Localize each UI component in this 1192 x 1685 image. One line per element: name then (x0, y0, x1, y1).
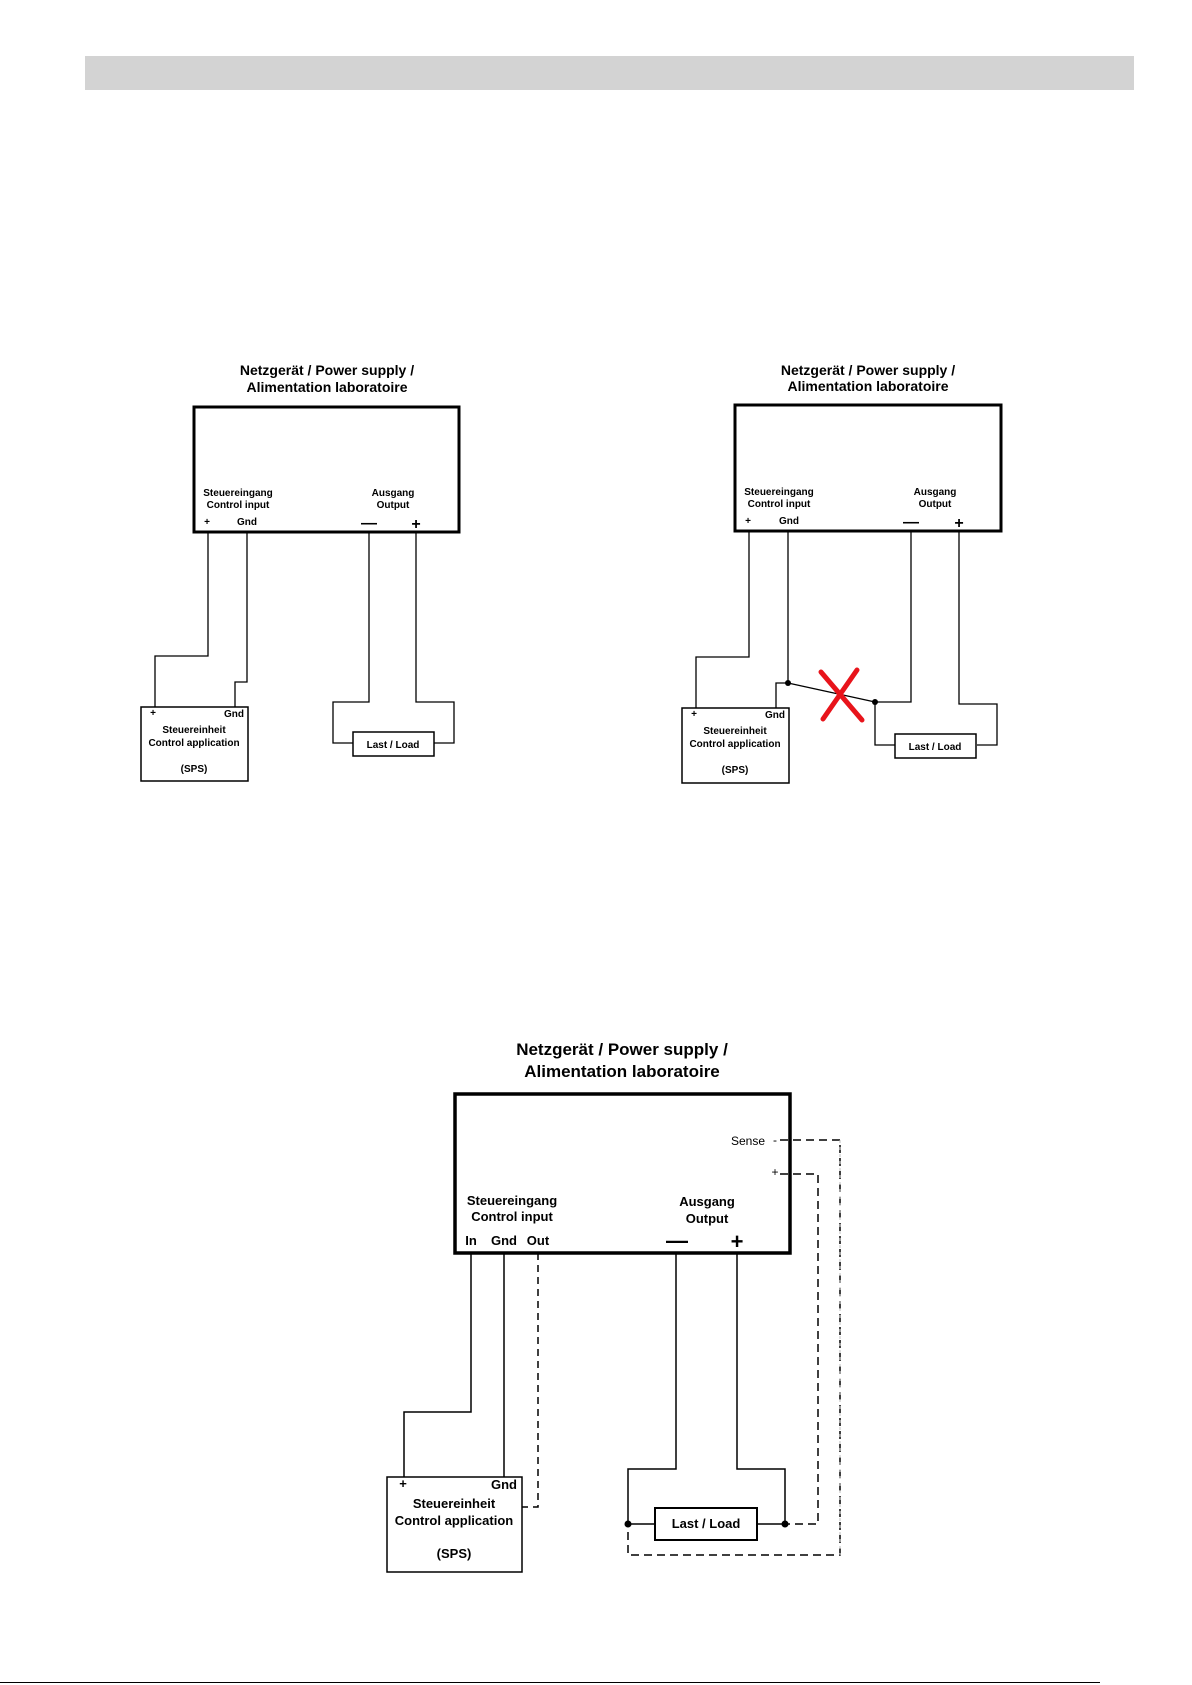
left-ctrl-gnd: Gnd (224, 709, 244, 720)
left-control-input-en: Control input (207, 500, 270, 511)
right-wire-control-gnd (775, 531, 789, 708)
right-power-supply-box (733, 403, 1003, 533)
bottom-title-line1: Netzgerät / Power supply / (516, 1040, 728, 1059)
bottom-load-box (654, 1507, 758, 1541)
bottom-ctrl-sps: (SPS) (437, 1546, 472, 1561)
left-pin-plus: + (204, 517, 210, 528)
left-wire-control-plus (154, 532, 209, 707)
right-output-de: Ausgang (914, 487, 957, 498)
left-power-supply-box (192, 405, 461, 534)
diagram-left: Netzgerät / Power supply / Alimentation … (140, 362, 461, 782)
right-output-plus: + (954, 515, 963, 532)
left-output-en: Output (377, 500, 410, 511)
red-cross-icon (818, 667, 865, 723)
page-bottom-rule (0, 1682, 1100, 1683)
right-wrong-connection-wire (787, 682, 876, 703)
right-wire-output-minus (874, 531, 912, 746)
bottom-output-en: Output (686, 1211, 729, 1226)
bottom-ctrl-gnd: Gnd (491, 1477, 517, 1492)
right-junction-dot-output (872, 699, 878, 705)
left-load-box (352, 731, 435, 757)
bottom-sense-minus: - (773, 1133, 777, 1147)
right-ctrl-de: Steuereinheit (703, 726, 767, 737)
left-wire-control-gnd (234, 532, 248, 707)
right-control-input-en: Control input (748, 499, 811, 510)
left-control-input-de: Steuereingang (203, 488, 272, 499)
bottom-control-input-de: Steuereingang (467, 1193, 557, 1208)
bottom-junction-dot-minus (624, 1520, 632, 1528)
left-wire-output-plus (415, 532, 455, 744)
bottom-output-plus: + (731, 1229, 744, 1254)
right-ctrl-sps: (SPS) (722, 765, 749, 776)
bottom-sense-plus: + (771, 1165, 778, 1179)
bottom-ctrl-en: Control application (395, 1513, 514, 1528)
right-pin-gnd: Gnd (779, 516, 799, 527)
left-title-line2: Alimentation laboratoire (246, 379, 407, 395)
left-output-plus: + (411, 516, 420, 533)
left-output-minus: — (361, 515, 377, 532)
right-control-application-box (681, 707, 790, 784)
left-ctrl-de: Steuereinheit (162, 725, 226, 736)
bottom-output-minus: — (666, 1228, 688, 1253)
diagram-right: Netzgerät / Power supply / Alimentation … (681, 362, 1003, 784)
right-wire-output-plus (958, 531, 998, 746)
diagram-bottom: Netzgerät / Power supply / Alimentation … (386, 1040, 841, 1573)
left-wire-output-minus (332, 532, 370, 744)
left-pin-gnd: Gnd (237, 517, 257, 528)
bottom-pin-gnd: Gnd (491, 1233, 517, 1248)
bottom-wire-control-out (522, 1253, 539, 1508)
bottom-load-label: Last / Load (672, 1516, 741, 1531)
bottom-wire-sense-plus (780, 1173, 819, 1525)
bottom-pin-out: Out (527, 1233, 550, 1248)
right-load-box (894, 733, 977, 759)
left-control-application-box (140, 706, 249, 782)
right-output-en: Output (919, 499, 952, 510)
bottom-control-application-box (386, 1476, 523, 1573)
left-load-label: Last / Load (367, 740, 420, 751)
bottom-wire-control-in (403, 1253, 472, 1477)
left-ctrl-sps: (SPS) (181, 764, 208, 775)
bottom-ctrl-de: Steuereinheit (413, 1496, 496, 1511)
bottom-junction-dot-plus (781, 1520, 789, 1528)
bottom-wire-output-minus (627, 1253, 677, 1525)
right-ctrl-gnd: Gnd (765, 710, 785, 721)
right-ctrl-en: Control application (689, 739, 780, 750)
left-ctrl-en: Control application (148, 738, 239, 749)
bottom-ctrl-plus: + (399, 1476, 407, 1491)
bottom-power-supply-box (453, 1092, 792, 1255)
bottom-wire-output-plus (736, 1253, 786, 1525)
left-ctrl-plus: + (150, 708, 156, 719)
bottom-output-de: Ausgang (679, 1194, 735, 1209)
left-title-line1: Netzgerät / Power supply / (240, 362, 414, 378)
right-wire-control-plus (695, 531, 750, 708)
right-output-minus: — (903, 514, 919, 531)
right-control-input-de: Steuereingang (744, 487, 813, 498)
right-ctrl-plus: + (691, 709, 697, 720)
bottom-control-input-en: Control input (471, 1209, 553, 1224)
right-junction-dot-gnd (785, 680, 791, 686)
bottom-title-line2: Alimentation laboratoire (524, 1062, 720, 1081)
right-pin-plus: + (745, 516, 751, 527)
bottom-sense-label: Sense (731, 1134, 765, 1148)
right-load-label: Last / Load (909, 742, 962, 753)
right-title-line1: Netzgerät / Power supply / (781, 362, 955, 378)
left-output-de: Ausgang (372, 488, 415, 499)
header-bar (85, 56, 1134, 90)
right-title-line2: Alimentation laboratoire (787, 378, 948, 394)
bottom-pin-in: In (465, 1233, 477, 1248)
